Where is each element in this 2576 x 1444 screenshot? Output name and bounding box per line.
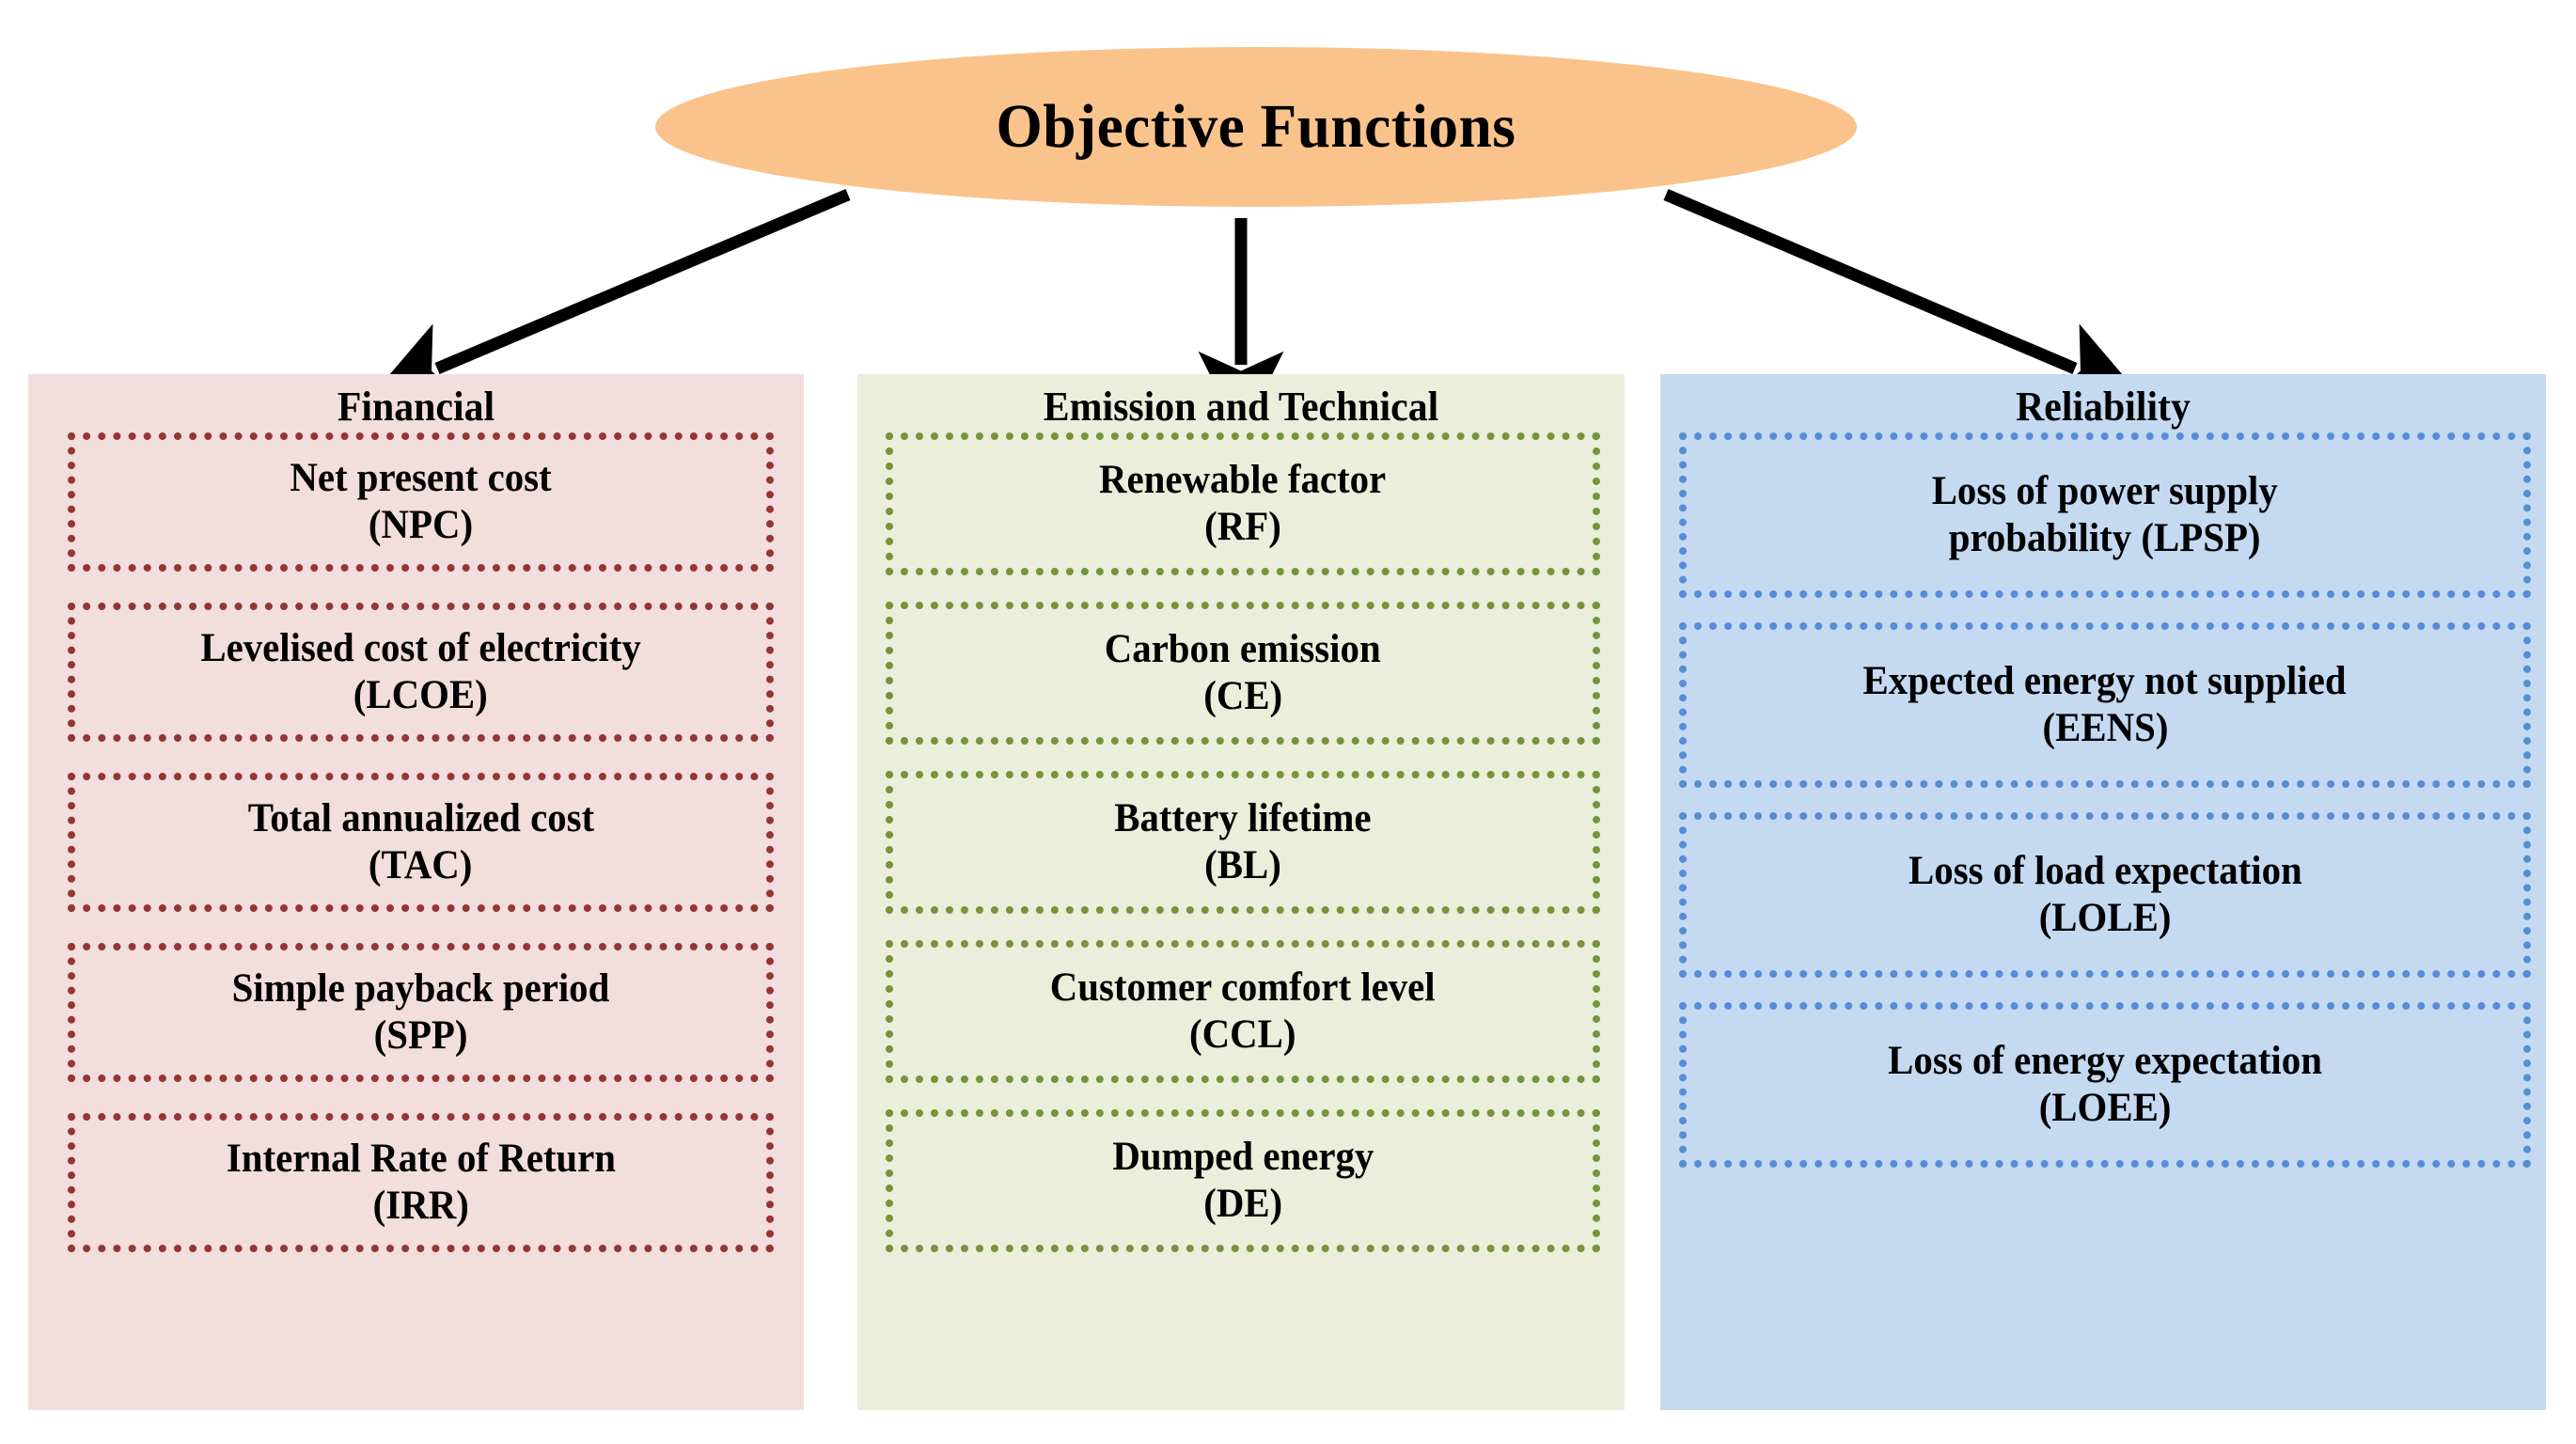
category-column-emission-and-technical[interactable]: Emission and Technical Renewable factor … — [857, 374, 1625, 1410]
item-list-reliability: Loss of power supply probability (LPSP) … — [1660, 432, 2546, 1169]
category-column-reliability[interactable]: Reliability Loss of power supply probabi… — [1660, 374, 2546, 1410]
item-abbr: (TAC) — [369, 843, 473, 888]
column-header-financial: Financial — [337, 384, 495, 430]
objective-item-rf[interactable]: Renewable factor (RF) — [886, 432, 1600, 576]
objective-item-tac[interactable]: Total annualized cost (TAC) — [68, 773, 774, 913]
item-list-financial: Net present cost (NPC) Levelised cost of… — [28, 432, 804, 1253]
objective-item-lpsp[interactable]: Loss of power supply probability (LPSP) — [1679, 432, 2531, 599]
item-name: Loss of energy expectation — [1888, 1039, 2322, 1084]
item-abbr: (DE) — [1203, 1182, 1282, 1227]
item-abbr: (CE) — [1203, 674, 1282, 719]
objective-item-irr[interactable]: Internal Rate of Return (IRR) — [68, 1113, 774, 1253]
item-name: Battery lifetime — [1114, 796, 1372, 841]
item-abbr: (BL) — [1204, 843, 1281, 888]
arrow-to-financial — [370, 189, 851, 403]
item-abbr: (LCOE) — [353, 673, 488, 718]
arrow-to-reliability — [1663, 189, 2142, 403]
objective-item-spp[interactable]: Simple payback period (SPP) — [68, 943, 774, 1083]
item-name: Net present cost — [290, 456, 552, 501]
objective-item-bl[interactable]: Battery lifetime (BL) — [886, 771, 1600, 915]
root-node-objective-functions[interactable]: Objective Functions — [655, 47, 1857, 207]
objective-item-ce[interactable]: Carbon emission (CE) — [886, 602, 1600, 746]
objective-item-lole[interactable]: Loss of load expectation (LOLE) — [1679, 812, 2531, 979]
objective-item-eens[interactable]: Expected energy not supplied (EENS) — [1679, 622, 2531, 789]
item-list-emission: Renewable factor (RF) Carbon emission (C… — [857, 432, 1625, 1253]
item-abbr: (RF) — [1204, 505, 1281, 550]
item-abbr: probability (LPSP) — [1949, 516, 2261, 561]
item-name: Renewable factor — [1099, 458, 1387, 503]
item-abbr: (SPP) — [373, 1013, 468, 1059]
item-abbr: (IRR) — [372, 1184, 469, 1229]
item-name: Carbon emission — [1105, 627, 1381, 672]
item-name: Levelised cost of electricity — [200, 626, 641, 671]
objective-item-loee[interactable]: Loss of energy expectation (LOEE) — [1679, 1002, 2531, 1169]
column-header-emission-and-technical: Emission and Technical — [1043, 384, 1439, 430]
item-name: Loss of load expectation — [1908, 849, 2302, 894]
column-header-reliability: Reliability — [2016, 384, 2191, 430]
item-name: Loss of power supply — [1931, 469, 2279, 514]
item-name: Total annualized cost — [247, 796, 594, 841]
item-abbr: (LOEE) — [2038, 1086, 2172, 1131]
objective-item-npc[interactable]: Net present cost (NPC) — [68, 432, 774, 573]
objective-item-de[interactable]: Dumped energy (DE) — [886, 1109, 1600, 1253]
item-abbr: (EENS) — [2042, 706, 2168, 751]
category-column-financial[interactable]: Financial Net present cost (NPC) Levelis… — [28, 374, 804, 1410]
item-abbr: (LOLE) — [2038, 896, 2172, 941]
item-name: Simple payback period — [231, 966, 610, 1012]
item-name: Dumped energy — [1112, 1135, 1374, 1180]
item-name: Expected energy not supplied — [1862, 659, 2348, 704]
item-name: Customer comfort level — [1050, 965, 1436, 1011]
root-node-label: Objective Functions — [996, 92, 1516, 161]
item-abbr: (NPC) — [368, 503, 474, 548]
objective-item-ccl[interactable]: Customer comfort level (CCL) — [886, 940, 1600, 1084]
item-abbr: (CCL) — [1189, 1012, 1296, 1058]
objective-item-lcoe[interactable]: Levelised cost of electricity (LCOE) — [68, 603, 774, 743]
item-name: Internal Rate of Return — [226, 1137, 616, 1182]
